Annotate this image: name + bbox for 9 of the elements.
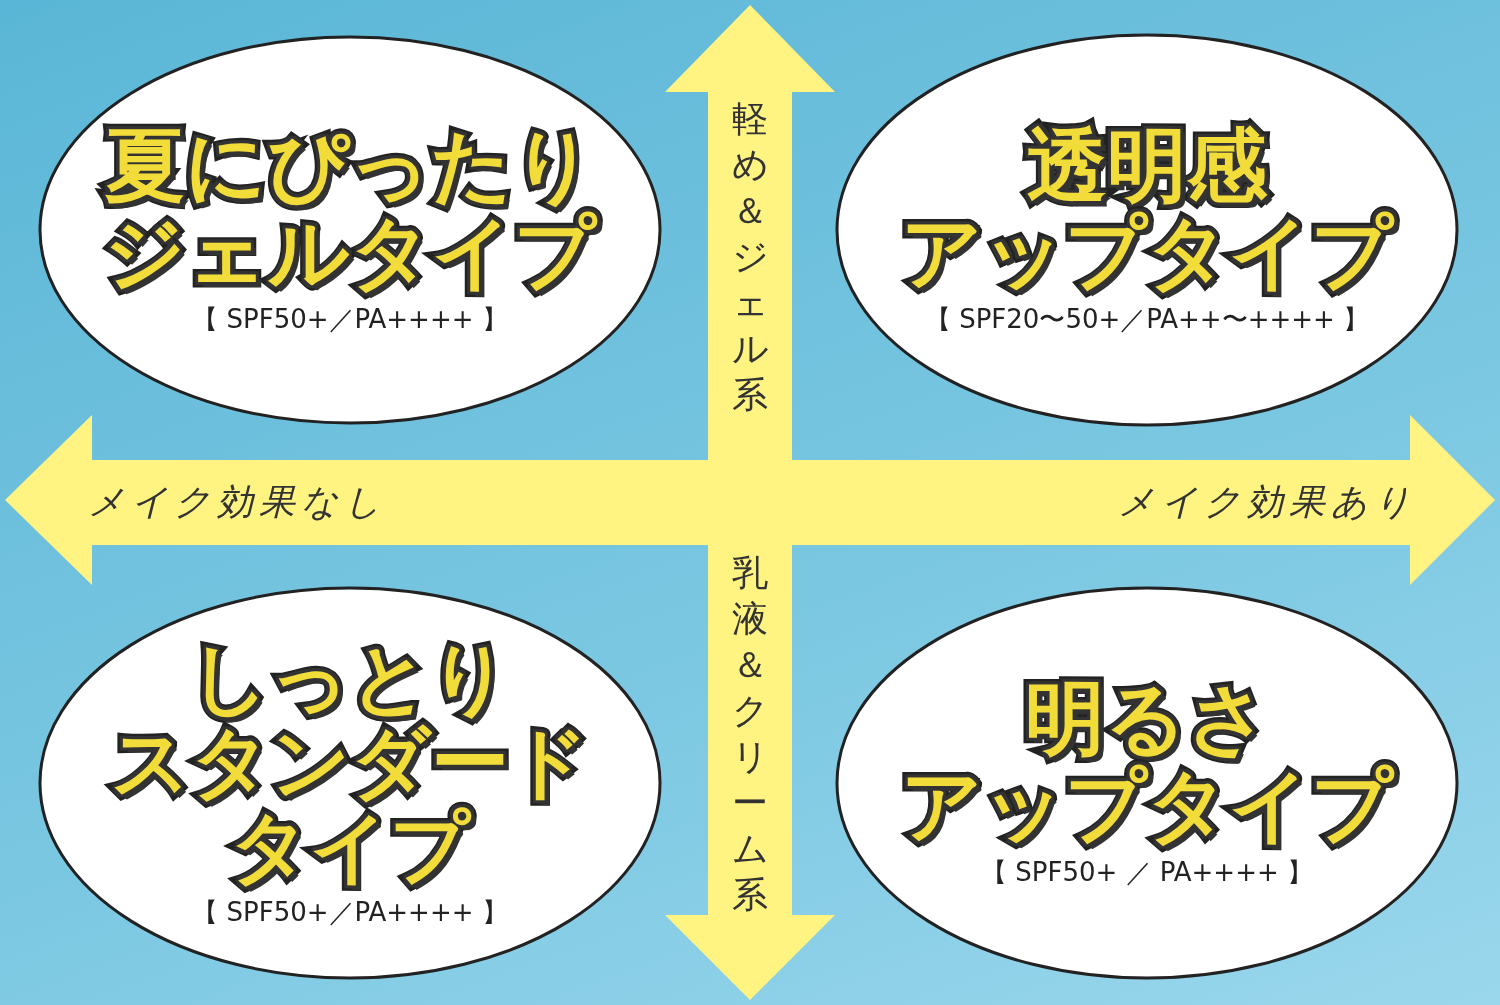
spf-rating: 【 SPF50+ ／ PA++++ 】 <box>981 855 1313 889</box>
axis-label: メイク効果なし <box>88 480 387 524</box>
spf-rating: 【 SPF20〜50+／PA++〜++++ 】 <box>924 302 1370 336</box>
axis-label: メイク効果あり <box>1118 480 1417 524</box>
spf-rating: 【 SPF50+／PA++++ 】 <box>192 302 508 336</box>
axis-label: 軽め＆ジェル系 <box>730 97 770 417</box>
type-title: しっとりスタンダードタイプ <box>111 636 589 889</box>
axis-label: 乳液＆クリーム系 <box>730 551 770 917</box>
spf-rating: 【 SPF50+／PA++++ 】 <box>192 895 508 929</box>
